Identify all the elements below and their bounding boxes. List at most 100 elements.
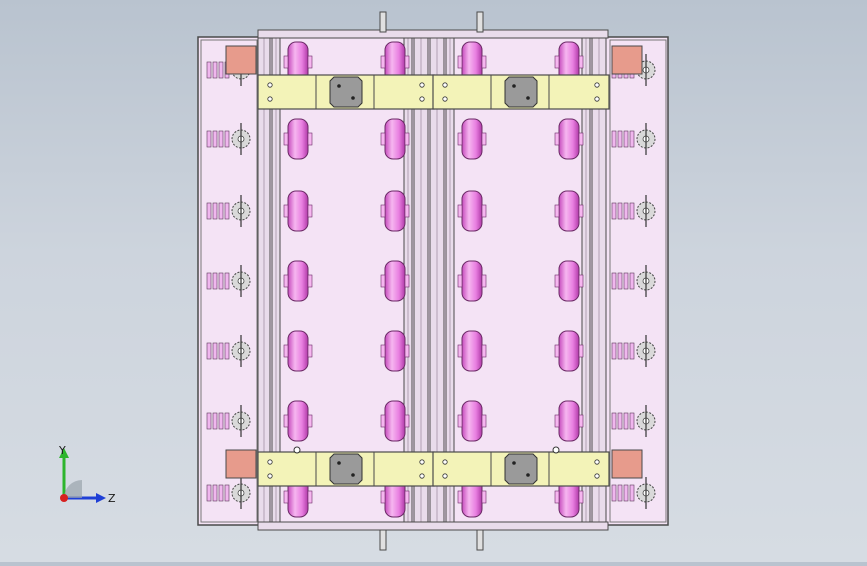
roller-hub-r-r6-c3 — [481, 414, 487, 428]
spring-right-2-2 — [617, 130, 623, 148]
roller-hub-l-r5-c3 — [457, 344, 463, 358]
roller-hub-r-r5-c4 — [578, 344, 584, 358]
roller-r5-c2 — [384, 330, 406, 372]
roller-hub-l-r1-c3 — [457, 55, 463, 69]
spring-right-5-1 — [611, 342, 617, 360]
roller-hub-l-r3-c1 — [283, 204, 289, 218]
roller-hub-r-r6-c1 — [307, 414, 313, 428]
pin-mark-2 — [552, 446, 560, 454]
top-end-beam — [257, 29, 609, 39]
roller-r2-c4 — [558, 118, 580, 160]
mount-hole-bottom-1-3 — [419, 459, 425, 465]
spring-left-4-4 — [224, 272, 230, 290]
spring-left-2-4 — [224, 130, 230, 148]
motor-bottom-2 — [504, 453, 538, 485]
mount-hole-bottom-2-1 — [442, 459, 448, 465]
roller-hub-l-r4-c1 — [283, 274, 289, 288]
roller-hub-r-r7-c1 — [307, 490, 313, 504]
spring-left-4-2 — [212, 272, 218, 290]
roller-r3-c3 — [461, 190, 483, 232]
roller-hub-l-r2-c4 — [554, 132, 560, 146]
mount-hole-top-2-4 — [594, 96, 600, 102]
roller-hub-r-r1-c4 — [578, 55, 584, 69]
roller-hub-l-r2-c2 — [380, 132, 386, 146]
z-axis-arrowhead — [96, 493, 106, 503]
roller-hub-r-r1-c2 — [404, 55, 410, 69]
corner-bracket-2 — [611, 45, 643, 75]
roller-hub-r-r3-c4 — [578, 204, 584, 218]
roller-hub-r-r2-c1 — [307, 132, 313, 146]
spring-right-5-4 — [629, 342, 635, 360]
roller-hub-l-r1-c2 — [380, 55, 386, 69]
roller-r2-c1 — [287, 118, 309, 160]
roller-hub-l-r7-c3 — [457, 490, 463, 504]
mount-hole-top-1-3 — [419, 82, 425, 88]
roller-hub-r-r5-c3 — [481, 344, 487, 358]
motor-bolt-a-bottom-1 — [337, 461, 341, 465]
roller-hub-r-r1-c3 — [481, 55, 487, 69]
spring-left-1-3 — [218, 61, 224, 79]
spring-right-3-3 — [623, 202, 629, 220]
spring-left-6-3 — [218, 412, 224, 430]
spring-left-5-4 — [224, 342, 230, 360]
spring-right-6-1 — [611, 412, 617, 430]
mount-hole-bottom-1-1 — [267, 459, 273, 465]
roller-hub-r-r4-c3 — [481, 274, 487, 288]
motor-bolt-b-bottom-1 — [351, 473, 355, 477]
motor-bolt-b-bottom-2 — [526, 473, 530, 477]
roller-hub-r-r7-c4 — [578, 490, 584, 504]
roller-hub-l-r2-c3 — [457, 132, 463, 146]
y-axis-arrowhead — [59, 448, 69, 458]
spring-right-6-2 — [617, 412, 623, 430]
roller-r6-c4 — [558, 400, 580, 442]
bottom-stud-1 — [379, 529, 387, 551]
mount-hole-bottom-2-4 — [594, 473, 600, 479]
roller-r3-c2 — [384, 190, 406, 232]
roller-hub-l-r1-c4 — [554, 55, 560, 69]
roller-hub-r-r3-c2 — [404, 204, 410, 218]
motor-bolt-a-bottom-2 — [512, 461, 516, 465]
spring-right-3-2 — [617, 202, 623, 220]
roller-hub-r-r6-c4 — [578, 414, 584, 428]
spring-left-1-1 — [206, 61, 212, 79]
roller-r6-c1 — [287, 400, 309, 442]
spring-right-6-4 — [629, 412, 635, 430]
roller-r5-c4 — [558, 330, 580, 372]
mount-hole-bottom-2-2 — [442, 473, 448, 479]
bottom-end-beam — [257, 521, 609, 531]
z-axis-label: Z — [108, 492, 116, 505]
roller-r5-c1 — [287, 330, 309, 372]
mount-hole-bottom-1-2 — [267, 473, 273, 479]
spring-left-3-3 — [218, 202, 224, 220]
spring-right-3-1 — [611, 202, 617, 220]
motor-bolt-a-top-1 — [337, 84, 341, 88]
spring-left-1-2 — [212, 61, 218, 79]
roller-r5-c3 — [461, 330, 483, 372]
roller-r4-c3 — [461, 260, 483, 302]
spring-left-2-1 — [206, 130, 212, 148]
spring-left-5-2 — [212, 342, 218, 360]
top-stud-2 — [476, 11, 484, 33]
spring-left-7-4 — [224, 484, 230, 502]
spring-right-4-1 — [611, 272, 617, 290]
roller-r4-c4 — [558, 260, 580, 302]
roller-r3-c4 — [558, 190, 580, 232]
corner-bracket-4 — [611, 449, 643, 479]
corner-bracket-3 — [225, 449, 257, 479]
roller-hub-r-r3-c1 — [307, 204, 313, 218]
roller-r2-c2 — [384, 118, 406, 160]
roller-hub-l-r3-c2 — [380, 204, 386, 218]
roller-r6-c3 — [461, 400, 483, 442]
pin-mark-1 — [293, 446, 301, 454]
spring-right-7-1 — [611, 484, 617, 502]
roller-hub-l-r5-c2 — [380, 344, 386, 358]
roller-hub-l-r2-c1 — [283, 132, 289, 146]
spring-right-7-4 — [629, 484, 635, 502]
roller-hub-r-r4-c2 — [404, 274, 410, 288]
roller-hub-r-r2-c4 — [578, 132, 584, 146]
axis-triad: Y Z — [58, 444, 116, 505]
spring-left-5-3 — [218, 342, 224, 360]
roller-hub-l-r6-c4 — [554, 414, 560, 428]
